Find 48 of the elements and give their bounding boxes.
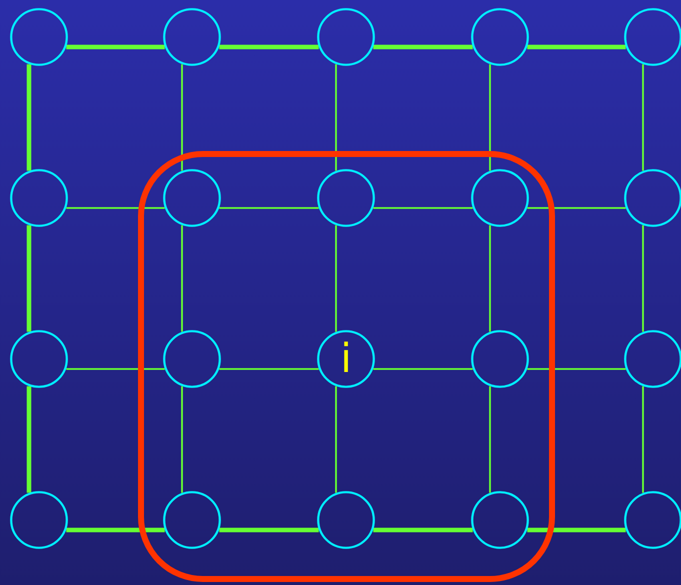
- grid-line: [219, 207, 319, 209]
- grid-line: [181, 386, 183, 493]
- circle-node: [163, 491, 221, 549]
- grid-line: [489, 225, 491, 332]
- grid-line: [66, 368, 165, 370]
- circle-node: [10, 491, 68, 549]
- circle-node: [163, 330, 221, 388]
- circle-node: [471, 491, 529, 549]
- grid-line: [181, 64, 183, 171]
- circle-node: [471, 8, 529, 66]
- grid-line: [335, 64, 337, 171]
- circle-node: [10, 8, 68, 66]
- grid-line: [66, 528, 165, 532]
- grid-line: [527, 368, 626, 370]
- grid-line: [66, 207, 165, 209]
- grid-line: [219, 368, 319, 370]
- grid-line: [373, 368, 473, 370]
- grid-line: [26, 64, 32, 171]
- circle-node: [10, 169, 68, 227]
- circle-node: [317, 330, 375, 388]
- grid-line: [373, 528, 473, 532]
- grid-line: [66, 44, 165, 50]
- grid-line: [489, 64, 491, 171]
- circle-node: [163, 8, 221, 66]
- circle-node: [10, 330, 68, 388]
- grid-line: [26, 225, 32, 332]
- circle-node: [471, 169, 529, 227]
- grid-line: [489, 386, 491, 493]
- grid-line: [219, 528, 319, 532]
- grid-line: [527, 528, 626, 532]
- grid-line: [642, 386, 644, 493]
- circle-node: [317, 491, 375, 549]
- grid-line: [527, 44, 626, 50]
- grid-line: [335, 386, 337, 493]
- grid-line: [642, 64, 644, 171]
- circle-node: [471, 330, 529, 388]
- grid-line: [335, 225, 337, 332]
- circle-node: [163, 169, 221, 227]
- grid-line: [219, 44, 319, 50]
- grid-line: [373, 44, 473, 50]
- circle-node: [317, 8, 375, 66]
- grid-line: [642, 225, 644, 332]
- circle-node: [317, 169, 375, 227]
- node-label: i: [340, 339, 352, 379]
- grid-line: [181, 225, 183, 332]
- grid-line: [373, 207, 473, 209]
- grid-line: [527, 207, 626, 209]
- grid-line: [26, 386, 32, 493]
